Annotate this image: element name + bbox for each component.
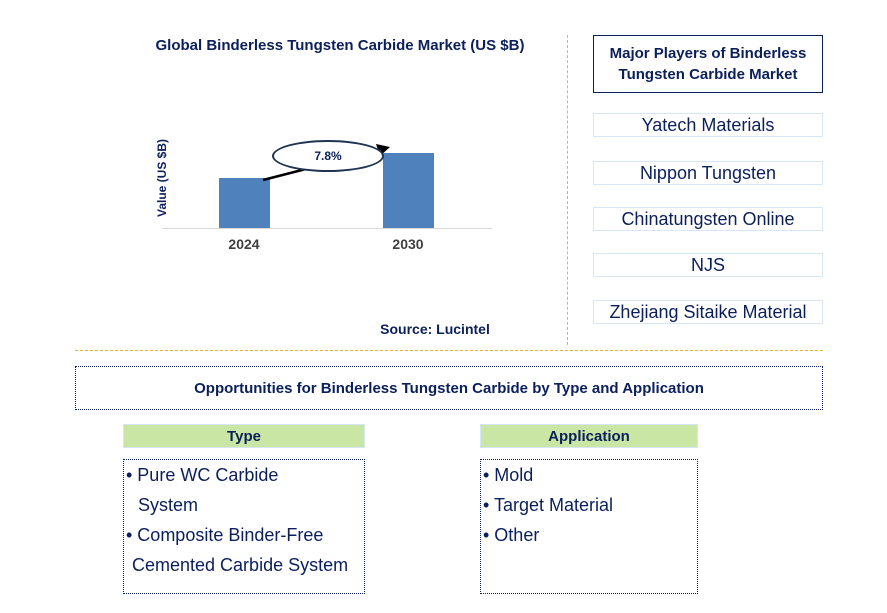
type-heading: Type	[123, 424, 365, 448]
vertical-divider	[567, 35, 568, 345]
bar-2030	[383, 153, 434, 228]
player-item: Chinatungsten Online	[593, 207, 823, 231]
x-tick-2030: 2030	[392, 236, 424, 252]
list-item: • Composite Binder-Free	[126, 525, 324, 545]
list-item: • Mold	[483, 465, 534, 485]
player-item: NJS	[593, 253, 823, 277]
x-axis-line	[162, 228, 492, 229]
chart-title: Global Binderless Tungsten Carbide Marke…	[155, 37, 525, 54]
source-label: Source: Lucintel	[380, 321, 490, 337]
cagr-badge: 7.8%	[272, 140, 384, 172]
type-list: • Pure WC Carbide System • Composite Bin…	[123, 459, 365, 594]
players-title: Major Players of Binderless Tungsten Car…	[593, 35, 823, 93]
application-list: • Mold • Target Material • Other	[480, 459, 698, 594]
list-item: Cemented Carbide System	[132, 555, 349, 575]
list-item: • Pure WC Carbide	[126, 465, 279, 485]
list-item: System	[138, 495, 199, 515]
x-tick-2024: 2024	[228, 236, 260, 252]
bar-2024	[219, 178, 270, 228]
y-axis-label: Value (US $B)	[155, 138, 169, 218]
horizontal-divider	[75, 350, 823, 351]
player-item: Yatech Materials	[593, 113, 823, 137]
opportunities-title: Opportunities for Binderless Tungsten Ca…	[75, 366, 823, 410]
list-item: • Target Material	[483, 495, 614, 515]
application-heading: Application	[480, 424, 698, 448]
list-item: • Other	[483, 525, 540, 545]
player-item: Nippon Tungsten	[593, 161, 823, 185]
player-item: Zhejiang Sitaike Material	[593, 300, 823, 324]
